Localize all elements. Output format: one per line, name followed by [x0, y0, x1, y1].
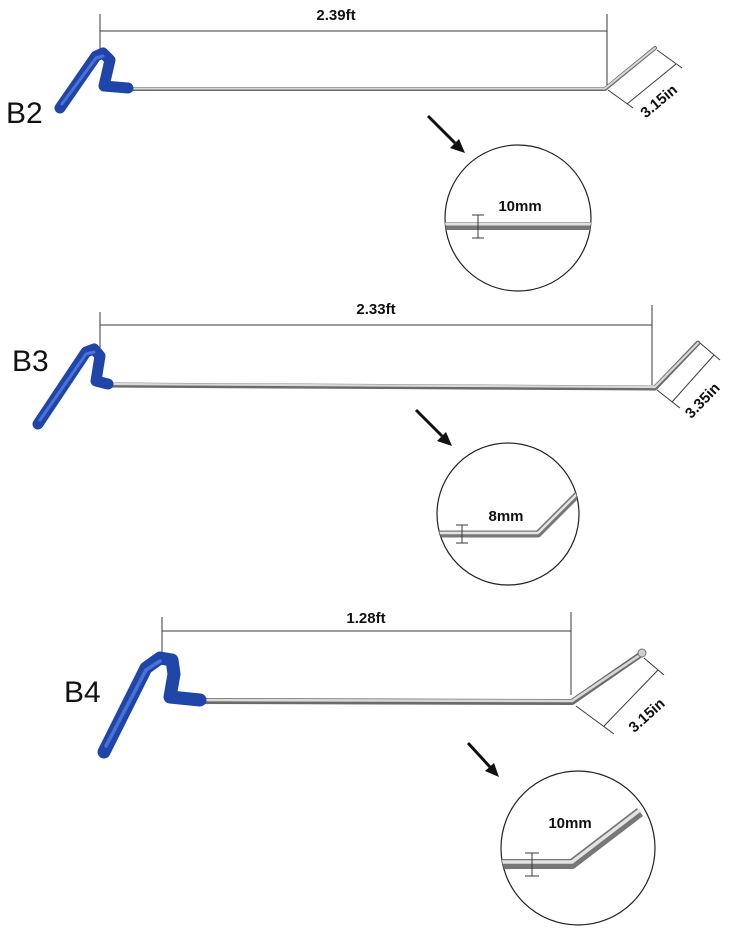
zoom-circle [436, 442, 580, 586]
length-label: 2.33ft [356, 301, 395, 318]
tool-name-label: B3 [12, 345, 49, 378]
tool-name-label: B2 [6, 97, 43, 130]
rod-shaft [195, 648, 647, 705]
tip-length-label: 3.15in [625, 695, 668, 736]
dimension-line [626, 63, 677, 105]
dimension-tick [699, 342, 721, 361]
dimension-line [603, 669, 659, 727]
rod-shaft [118, 46, 657, 91]
pointer-arrow [466, 741, 499, 777]
diameter-label: 10mm [498, 198, 541, 215]
zoom-detail: 8mm [436, 442, 580, 586]
length-label: 2.39ft [316, 7, 355, 24]
length-dimension: 2.33ft [99, 301, 653, 385]
dimension-line [671, 354, 715, 403]
dimension-tick [656, 49, 683, 69]
dimension-tick [643, 657, 665, 676]
dimension-tick [607, 89, 634, 109]
tool-b4: B4 1.28ft 3.15in [64, 610, 668, 926]
pointer-arrow [414, 408, 452, 446]
length-dimension: 1.28ft [161, 610, 572, 695]
handle-grip [32, 343, 114, 430]
zoom-circle [500, 770, 656, 926]
zoom-detail: 10mm [444, 144, 592, 292]
length-dimension: 2.39ft [99, 7, 608, 86]
tip-dimension: 3.35in [656, 342, 724, 422]
length-label: 1.28ft [346, 610, 385, 627]
tip-length-label: 3.35in [682, 380, 724, 422]
pointer-arrow [426, 114, 465, 153]
diameter-label: 8mm [488, 508, 523, 525]
handle-grip [97, 651, 207, 759]
dimension-tick [575, 705, 615, 735]
tip-dimension: 3.15in [607, 49, 683, 122]
tool-name-label: B4 [64, 676, 101, 709]
diameter-label: 10mm [548, 815, 591, 832]
zoom-circle [444, 144, 592, 292]
tool-b2: B2 2.39ft 3.15in [6, 7, 683, 292]
zoom-detail: 10mm [500, 770, 656, 926]
tip-length-label: 3.15in [637, 81, 681, 121]
handle-grip [54, 47, 134, 114]
tool-b3: B3 2.33ft 3.35in [12, 301, 724, 586]
rod-shaft [101, 340, 701, 391]
dimension-tick [656, 389, 681, 409]
